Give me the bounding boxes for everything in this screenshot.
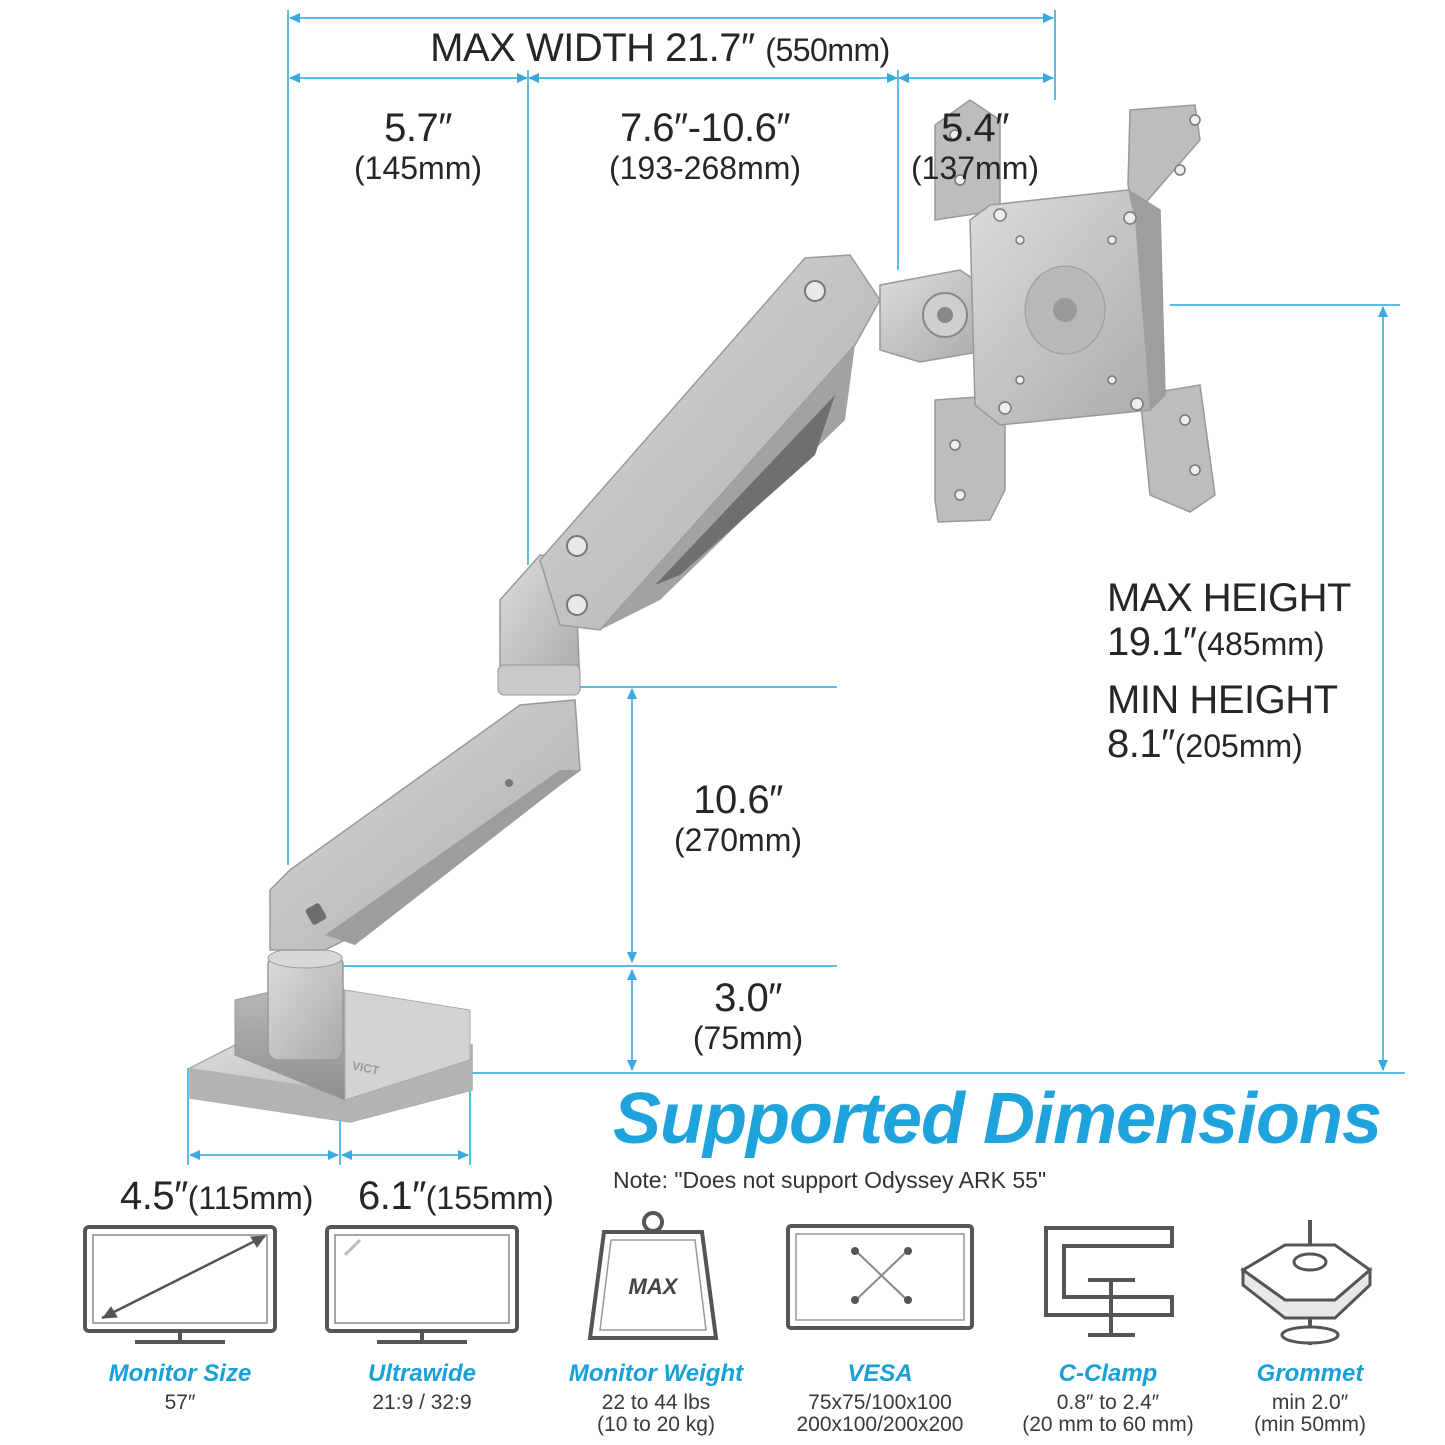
- feature-value-secondary: 200x100/200x200: [796, 1413, 964, 1437]
- feature-value: 75x75/100x100: [808, 1391, 952, 1414]
- base-width-inch: 6.1″: [358, 1174, 426, 1218]
- feature-value: 22 to 44 lbs: [601, 1391, 711, 1414]
- max-width-label: MAX WIDTH 21.7″ (550mm): [430, 28, 890, 68]
- feature-value: 57″: [164, 1391, 196, 1414]
- compatibility-note: Note: "Does not support Odyssey ARK 55": [613, 1167, 1047, 1193]
- weight-icon-label: MAX: [628, 1274, 678, 1299]
- grommet-icon: [1240, 1220, 1373, 1345]
- seg3-inch: 5.4″: [941, 106, 1009, 150]
- feature-name: C-Clamp: [1058, 1360, 1158, 1387]
- pole-height-inch: 10.6″: [693, 778, 783, 822]
- vesa-icon: [786, 1224, 974, 1330]
- max-height-label: MAX HEIGHT: [1107, 576, 1351, 620]
- feature-name: Monitor Weight: [568, 1360, 744, 1387]
- seg1-inch: 5.7″: [384, 106, 452, 150]
- base-depth-label: 4.5″(115mm): [120, 1176, 313, 1216]
- feature-name: Monitor Size: [108, 1360, 252, 1387]
- monitor-size-icon: [83, 1225, 277, 1344]
- monitor-arm: [189, 99, 1216, 1123]
- dimension-lines: [187, 10, 1405, 1165]
- feature-ultrawide: Ultrawide 21:9 / 32:9: [302, 1360, 542, 1414]
- feature-value: 21:9 / 32:9: [372, 1391, 472, 1414]
- feature-grommet: Grommet min 2.0″ (min 50mm): [1190, 1360, 1430, 1436]
- feature-name: Ultrawide: [367, 1360, 477, 1387]
- max-height-readout: 19.1″(485mm): [1107, 622, 1325, 662]
- feature-name: Grommet: [1256, 1360, 1364, 1387]
- base-width-label: 6.1″(155mm): [358, 1176, 554, 1216]
- weight-icon: [587, 1211, 719, 1340]
- seg2-mm: (193-268mm): [608, 150, 802, 186]
- base-depth-inch: 4.5″: [120, 1174, 188, 1218]
- section-title: Supported Dimensions: [613, 1079, 1382, 1159]
- min-height-readout: 8.1″(205mm): [1107, 724, 1303, 764]
- feature-c-clamp: C-Clamp 0.8″ to 2.4″ (20 mm to 60 mm): [988, 1360, 1228, 1436]
- min-height-mm: (205mm): [1174, 728, 1303, 764]
- pole: [267, 954, 344, 1061]
- max-height-value: 19.1″: [1107, 620, 1197, 664]
- ultrawide-icon: [325, 1225, 519, 1344]
- feature-value-secondary: (10 to 20 kg): [597, 1413, 715, 1437]
- feature-value: min 2.0″: [1271, 1391, 1349, 1414]
- feature-value-secondary: (20 mm to 60 mm): [1022, 1413, 1194, 1437]
- seg2-inch: 7.6″-10.6″: [619, 106, 791, 150]
- max-width-value: MAX WIDTH 21.7″: [430, 26, 755, 70]
- feature-value: 0.8″ to 2.4″: [1056, 1391, 1160, 1414]
- base-depth-mm: (115mm): [187, 1180, 314, 1216]
- base-height-inch: 3.0″: [714, 976, 782, 1020]
- feature-value-secondary: (min 50mm): [1253, 1413, 1366, 1437]
- pole-height-mm: (270mm): [673, 822, 803, 858]
- feature-monitor-size: Monitor Size 57″: [60, 1360, 300, 1414]
- min-height-value: 8.1″: [1107, 722, 1175, 766]
- c-clamp-icon: [1044, 1226, 1174, 1337]
- max-height-mm: (485mm): [1196, 626, 1325, 662]
- feature-vesa: VESA 75x75/100x100 200x100/200x200: [760, 1360, 1000, 1436]
- base-height-mm: (75mm): [692, 1020, 804, 1056]
- upper-arm: [539, 254, 881, 631]
- max-width-mm: (550mm): [765, 32, 890, 68]
- vesa-plate: [934, 99, 1216, 523]
- feature-name: VESA: [847, 1360, 913, 1387]
- base-width-mm: (155mm): [425, 1180, 554, 1216]
- feature-monitor-weight: Monitor Weight 22 to 44 lbs (10 to 20 kg…: [536, 1360, 776, 1436]
- seg1-mm: (145mm): [353, 150, 483, 186]
- min-height-label: MIN HEIGHT: [1107, 678, 1338, 722]
- seg3-mm: (137mm): [910, 150, 1040, 186]
